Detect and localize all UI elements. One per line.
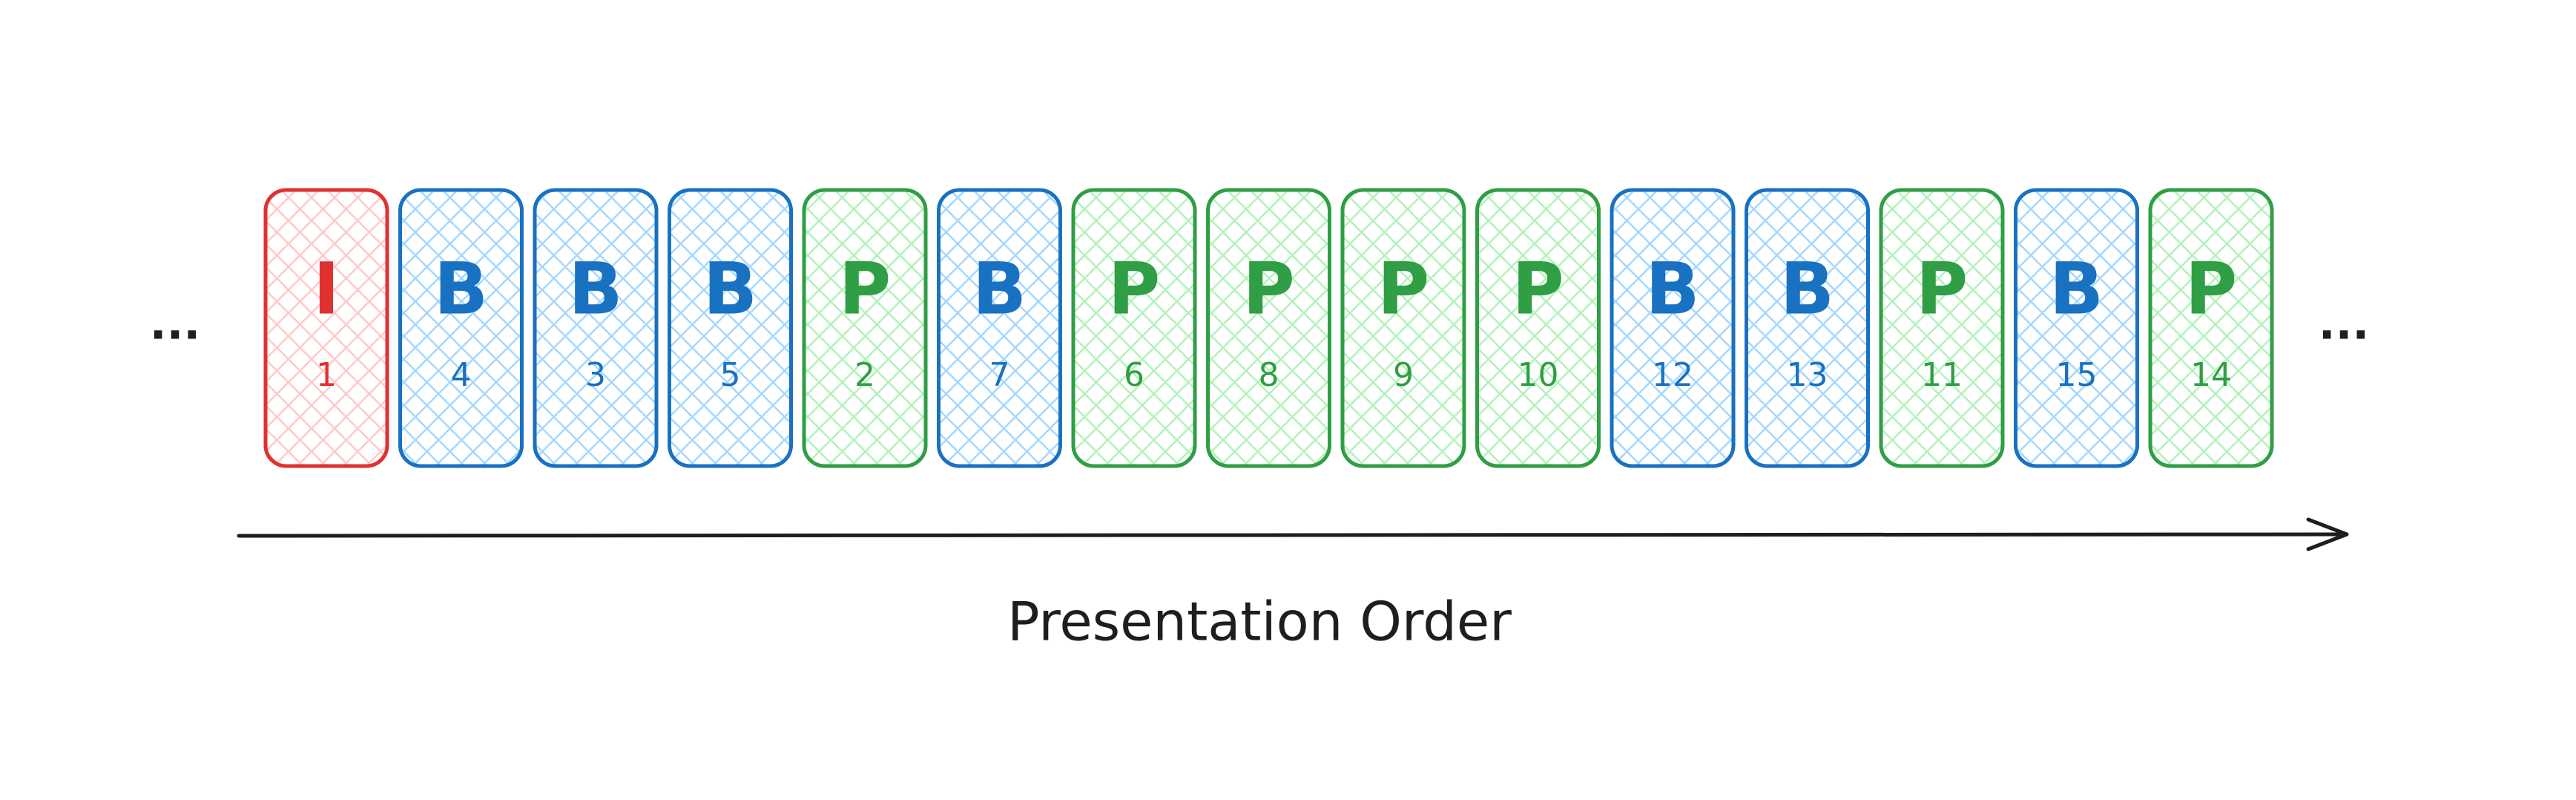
frame-card-fill bbox=[1746, 190, 1868, 466]
frame-card-border bbox=[1206, 188, 1331, 468]
frame-card: B4 bbox=[398, 188, 524, 468]
frame-card: B 13 bbox=[1745, 188, 1870, 468]
frame-card-border bbox=[1340, 188, 1466, 468]
frame-card-border bbox=[1071, 188, 1197, 468]
ellipsis-left: ... bbox=[150, 298, 200, 350]
frame-card-border bbox=[937, 188, 1062, 468]
frame-card-border bbox=[2148, 188, 2274, 468]
frame-number-label: 2 bbox=[854, 356, 875, 394]
frame-card: B 15 bbox=[2014, 188, 2139, 468]
frame-card-border bbox=[2014, 188, 2139, 468]
axis-label: Presentation Order bbox=[1007, 591, 1512, 653]
frame-card: P2 bbox=[802, 188, 928, 468]
frame-type-label: P bbox=[1242, 247, 1294, 330]
frame-number-label: 12 bbox=[1652, 356, 1693, 394]
frame-type-label: B bbox=[972, 247, 1027, 330]
frame-card: P6 bbox=[1071, 188, 1197, 468]
frame-card-border bbox=[1475, 188, 1601, 468]
ellipsis-right: ... bbox=[2319, 298, 2369, 350]
frame-type-label: B bbox=[703, 247, 757, 330]
frame-type-label: P bbox=[1512, 247, 1564, 330]
frame-card: B 12 bbox=[1610, 188, 1736, 468]
frame-card: P 14 bbox=[2148, 188, 2274, 468]
frame-card-fill bbox=[1477, 190, 1599, 466]
frame-number-label: 1 bbox=[316, 356, 337, 394]
frame-type-label: B bbox=[2049, 247, 2104, 330]
frame-type-label: I bbox=[313, 247, 340, 330]
frame-card-fill bbox=[804, 190, 926, 466]
frame-card: P 11 bbox=[1879, 188, 2005, 468]
frame-card: B3 bbox=[533, 188, 659, 468]
frame-card-fill bbox=[2150, 190, 2272, 466]
frame-card-border bbox=[1610, 188, 1736, 468]
frame-number-label: 15 bbox=[2056, 356, 2098, 394]
frame-type-label: B bbox=[568, 247, 622, 330]
frame-type-label: B bbox=[434, 247, 488, 330]
frame-card-fill bbox=[535, 190, 656, 466]
frame-type-label: P bbox=[1916, 247, 1968, 330]
frame-number-label: 9 bbox=[1393, 356, 1414, 394]
frame-card: B7 bbox=[937, 188, 1062, 468]
frame-type-label: P bbox=[1108, 247, 1160, 330]
frame-card-fill bbox=[266, 190, 387, 466]
frame-type-label: B bbox=[1780, 247, 1834, 330]
frame-card-fill bbox=[1343, 190, 1464, 466]
frame-card-border bbox=[1745, 188, 1870, 468]
presentation-order-arrow bbox=[237, 517, 2349, 551]
frame-card-border bbox=[1879, 188, 2005, 468]
frame-card-border bbox=[263, 188, 389, 468]
frame-number-label: 14 bbox=[2190, 356, 2232, 394]
frame-card-border bbox=[802, 188, 928, 468]
frame-card-fill bbox=[1208, 190, 1330, 466]
frame-card: I1 bbox=[263, 188, 389, 468]
frame-card-fill bbox=[669, 190, 791, 466]
frame-card-fill bbox=[400, 190, 522, 466]
frame-card-fill bbox=[2015, 190, 2138, 466]
frame-type-label: P bbox=[1377, 247, 1429, 330]
frame-number-label: 10 bbox=[1518, 356, 1559, 394]
frame-card-fill bbox=[938, 190, 1061, 466]
frame-type-label: B bbox=[1645, 247, 1699, 330]
frame-card: P8 bbox=[1206, 188, 1331, 468]
frame-card-border bbox=[533, 188, 659, 468]
frame-card: P9 bbox=[1340, 188, 1466, 468]
frame-number-label: 11 bbox=[1921, 356, 1963, 394]
frame-number-label: 3 bbox=[585, 356, 606, 394]
frame-card-border bbox=[668, 188, 793, 468]
frame-number-label: 5 bbox=[720, 356, 741, 394]
frame-card: P 10 bbox=[1475, 188, 1601, 468]
frame-card-fill bbox=[1612, 190, 1733, 466]
frame-number-label: 4 bbox=[451, 356, 472, 394]
frame-number-label: 13 bbox=[1787, 356, 1828, 394]
frame-card: B5 bbox=[668, 188, 793, 468]
frame-number-label: 6 bbox=[1124, 356, 1144, 394]
frame-card-fill bbox=[1881, 190, 2003, 466]
frame-number-label: 7 bbox=[989, 356, 1010, 394]
frame-type-label: P bbox=[2185, 247, 2237, 330]
frame-card-fill bbox=[1073, 190, 1195, 466]
frame-card-border bbox=[398, 188, 524, 468]
frame-number-label: 8 bbox=[1259, 356, 1279, 394]
frame-type-label: P bbox=[839, 247, 891, 330]
